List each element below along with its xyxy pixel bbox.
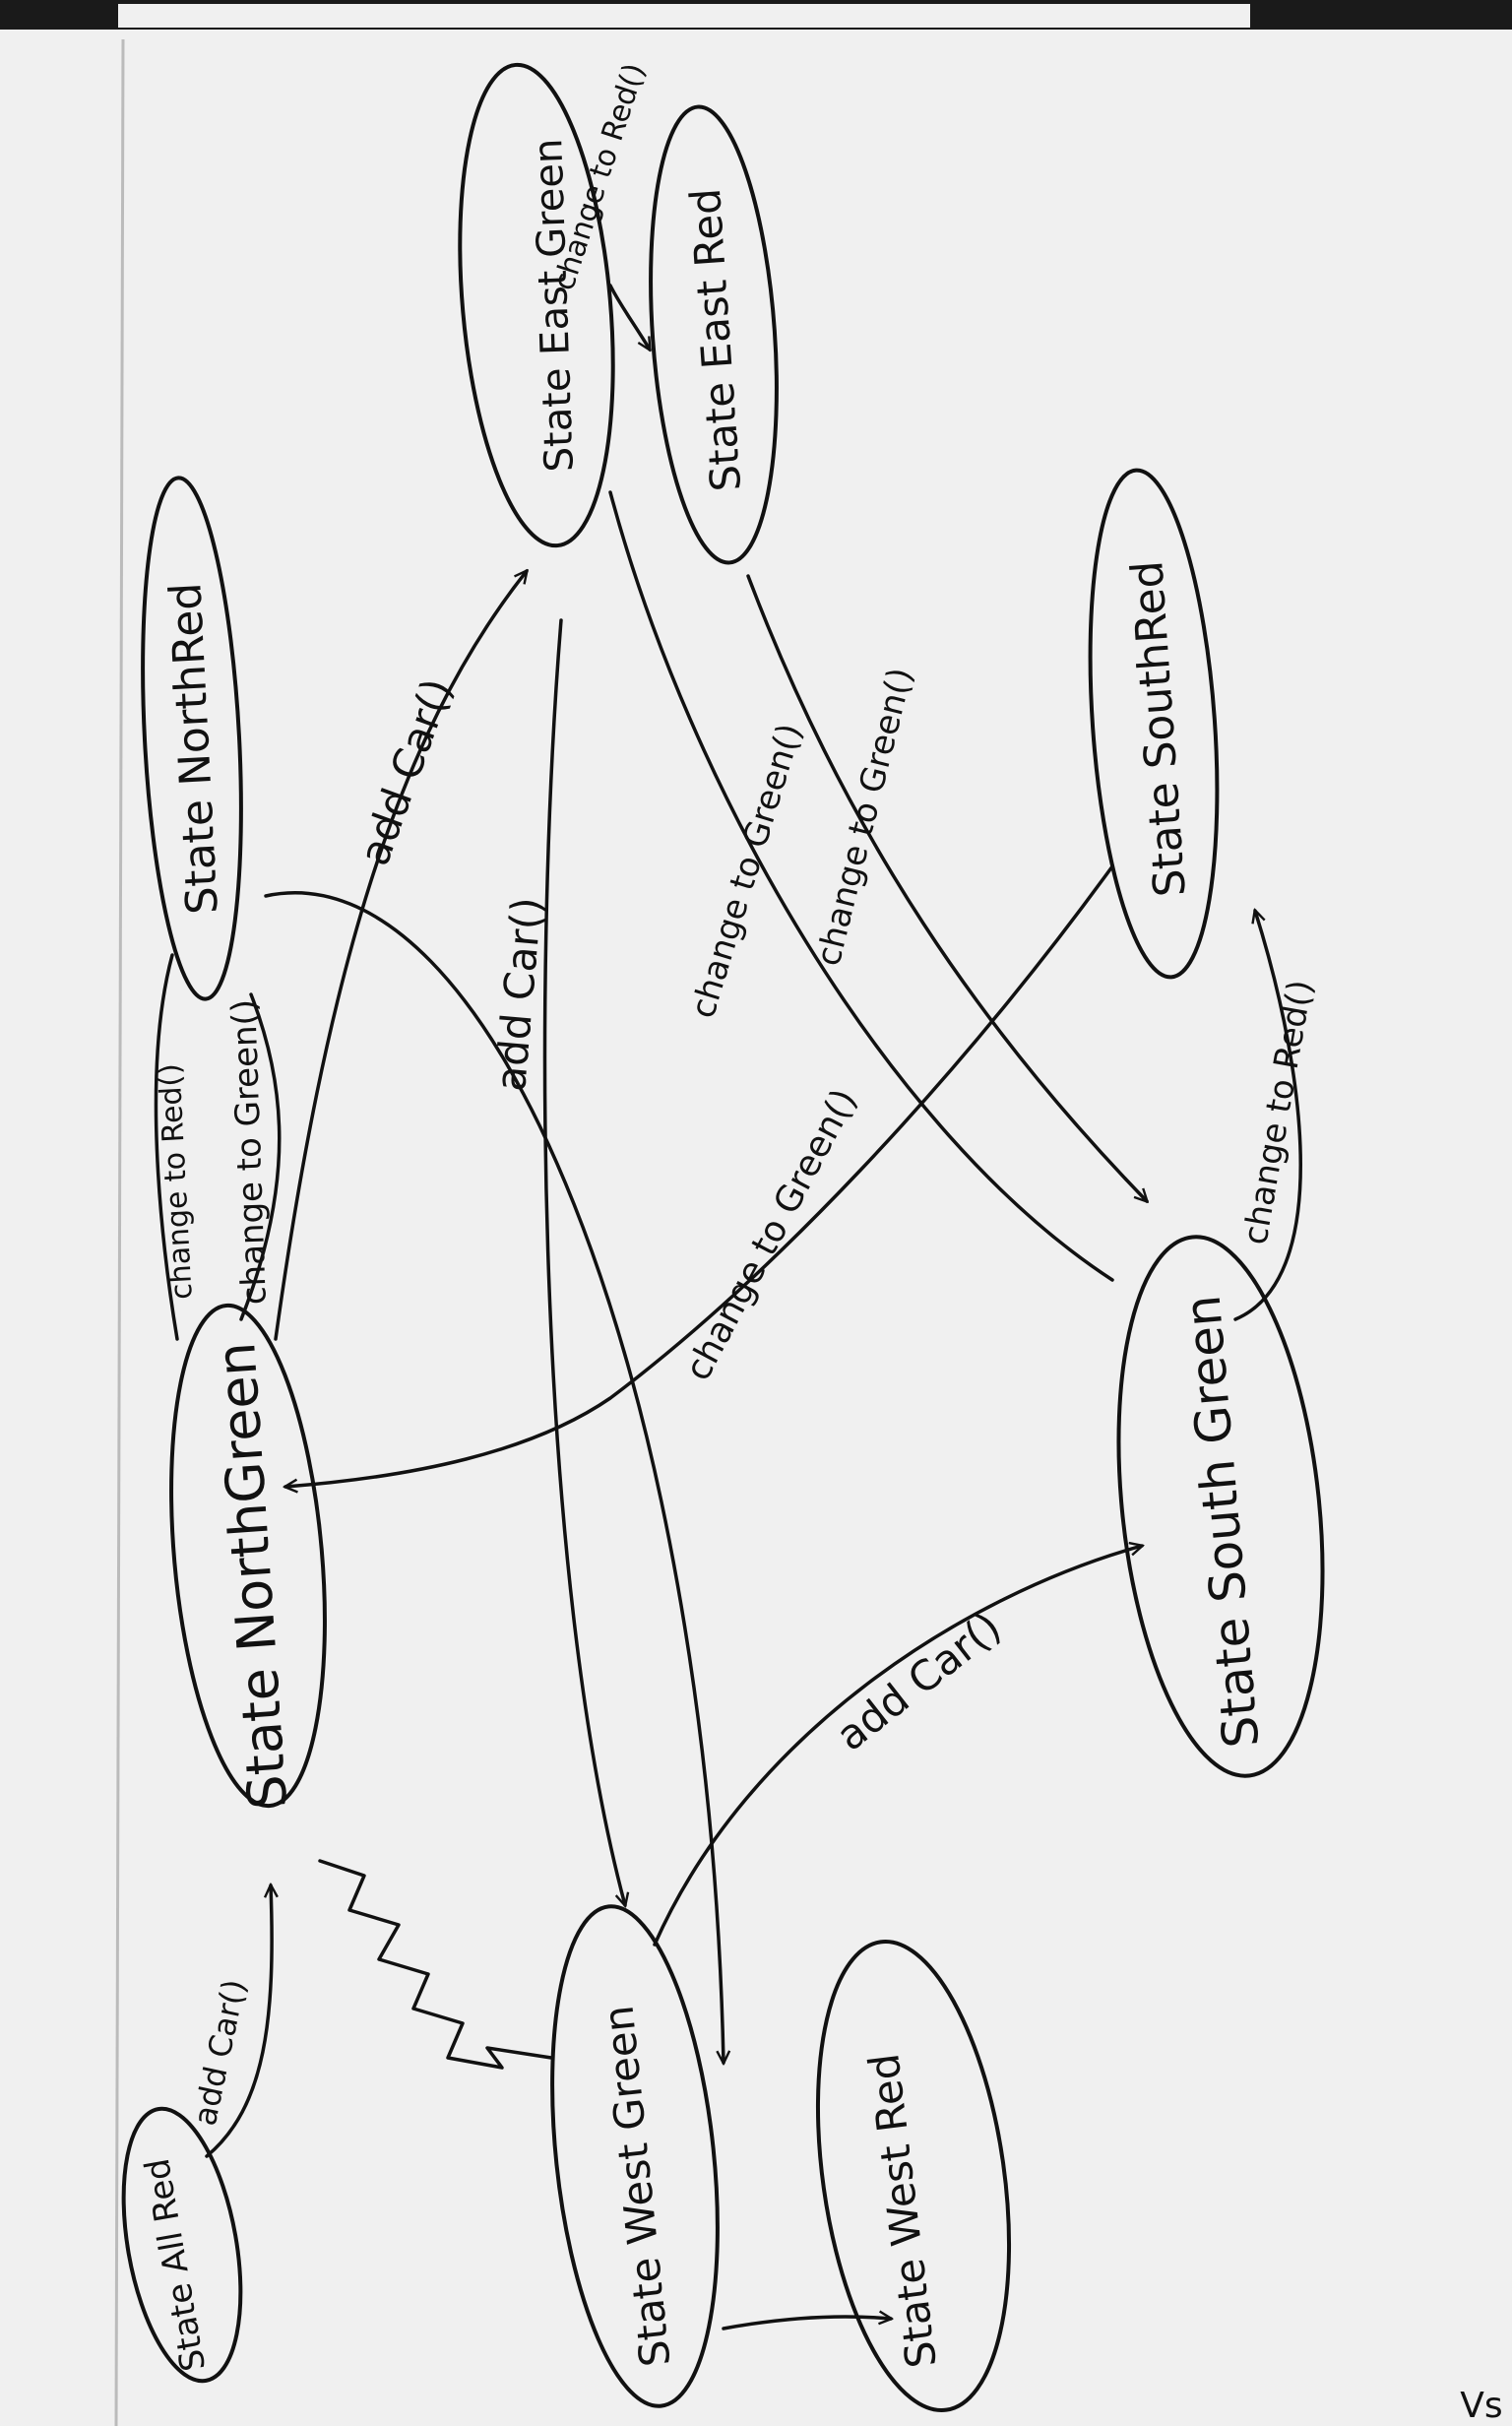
label-change-to-green-east-1: change to Green() [683,719,810,1023]
state-west-red: State West Red [815,1939,1012,2413]
paper-top-highlight [118,4,1250,28]
label-change-to-green-south: change to Green() [677,1083,864,1387]
label-add-car-north-east: add Car() [349,672,462,871]
label-add-car-all-red: add Car() [186,1976,253,2129]
state-south-green-label: State South Green [1174,1293,1271,1750]
state-all-red-label: State All Red [138,2155,214,2374]
edge-south-green-to-south-red [1233,911,1302,1321]
edge-west-green-to-south-green [653,1546,1142,1947]
edge-south-red-to-north-green [285,864,1114,1487]
state-north-green-label: State NorthGreen [205,1340,299,1811]
state-east-red: State East Red [649,104,779,565]
label-change-to-red-south: change to Red() [1235,977,1321,1247]
edge-north-red-to-west-green [264,891,724,2063]
state-south-green: State South Green [1116,1235,1325,1778]
edge-all-red-to-north-green [205,1885,272,2158]
state-all-red: State All Red [121,2106,243,2384]
edge-east-green-to-west-green [542,618,625,1905]
edge-west-green-to-west-red [722,2317,891,2330]
label-add-car-west-south: add Car() [827,1603,1010,1760]
state-south-red-label: State SouthRed [1122,559,1196,899]
label-change-to-red-north: change to Red() [153,1062,200,1301]
state-east-red-label: State East Red [681,187,750,493]
edge-north-red-to-green [154,953,179,1341]
state-north-red-label: State NorthRed [160,581,228,915]
edge-north-green-to-east-green [274,571,527,1341]
state-south-red: State SouthRed [1088,468,1220,980]
label-change-to-green-east-2: change to Green() [809,664,921,970]
state-west-green-label: State West Green [594,2004,679,2369]
edge-north-green-to-red [239,992,282,1321]
label-add-car-east-west: add Car() [486,895,551,1093]
edge-east-green-to-south-green [608,490,1114,1282]
corner-mark: Vs [1460,2386,1502,2426]
state-west-red-label: State West Red [859,2051,946,2371]
notebook-binding-line [114,38,125,2426]
edge-east-red-to-south-green [746,574,1147,1201]
edge-zigzag-north-green-west-green [318,1859,553,2070]
state-north-red: State NorthRed [141,476,243,1001]
state-north-green: State NorthGreen [169,1303,327,1811]
state-west-green: State West Green [550,1904,720,2408]
state-east-green-label: State East Green [526,138,583,473]
edge-east-green-to-east-red [608,284,650,350]
